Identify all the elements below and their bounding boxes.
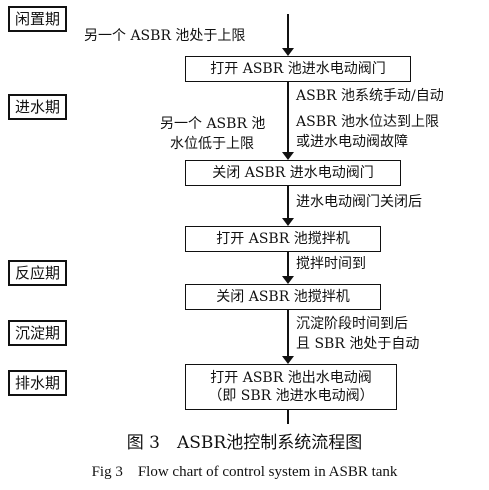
condition-valve-fault: 或进水电动阀故障 xyxy=(296,134,408,150)
flow-line-3 xyxy=(287,186,289,224)
condition-mixing-time-up: 搅拌时间到 xyxy=(296,256,366,272)
phase-inflow: 进水期 xyxy=(8,94,68,120)
arrow-down-icon xyxy=(282,48,294,56)
phase-reaction: 反应期 xyxy=(8,260,68,286)
arrow-down-icon xyxy=(282,218,294,226)
condition-other-tank-at-upper-limit: 另一个 ASBR 池处于上限 xyxy=(84,28,246,44)
condition-sbr-auto: 且 SBR 池处于自动 xyxy=(296,336,420,352)
process-box-close-inlet-valve: 关闭 ASBR 进水电动阀门 xyxy=(185,160,401,186)
condition-other-tank-below-limit-1: 另一个 ASBR 池 xyxy=(160,116,266,132)
process-box-close-mixer: 关闭 ASBR 池搅拌机 xyxy=(185,284,381,310)
process-box-text: 打开 ASBR 池出水电动阀 xyxy=(210,370,372,386)
phase-drain: 排水期 xyxy=(8,370,68,396)
process-box-open-outlet-valve: 打开 ASBR 池出水电动阀 （即 SBR 池进水电动阀） xyxy=(185,364,397,410)
process-box-open-inlet-valve: 打开 ASBR 池进水电动阀门 xyxy=(185,56,411,82)
process-box-text: （即 SBR 池进水电动阀） xyxy=(208,388,374,404)
condition-settling-time-up: 沉淀阶段时间到后 xyxy=(296,316,408,332)
process-box-text: 打开 ASBR 池进水电动阀门 xyxy=(210,61,386,77)
phase-settling: 沉淀期 xyxy=(8,320,68,346)
condition-inlet-valve-closed: 进水电动阀门关闭后 xyxy=(296,194,422,210)
condition-system-mode: ASBR 池系统手动/自动 xyxy=(296,88,444,104)
condition-level-reached: ASBR 池水位达到上限 xyxy=(296,114,439,130)
condition-other-tank-below-limit-2: 水位低于上限 xyxy=(170,136,254,152)
arrow-down-icon xyxy=(282,276,294,284)
process-box-open-mixer: 打开 ASBR 池搅拌机 xyxy=(185,226,381,252)
arrow-down-icon xyxy=(282,152,294,160)
flow-line-2 xyxy=(287,80,289,158)
arrow-down-icon xyxy=(282,356,294,364)
process-box-text: 关闭 ASBR 池搅拌机 xyxy=(216,289,350,305)
figure-caption-en: Fig 3 Flow chart of control system in AS… xyxy=(91,464,398,480)
process-box-text: 关闭 ASBR 进水电动阀门 xyxy=(212,165,374,181)
flow-line-4 xyxy=(287,252,289,282)
phase-idle: 闲置期 xyxy=(8,6,68,32)
flow-line-6 xyxy=(287,410,289,424)
process-box-text: 打开 ASBR 池搅拌机 xyxy=(216,231,350,247)
flow-line-1 xyxy=(287,14,289,54)
figure-caption-cn: 图 3 ASBR池控制系统流程图 xyxy=(126,433,363,453)
flow-line-5 xyxy=(287,310,289,362)
